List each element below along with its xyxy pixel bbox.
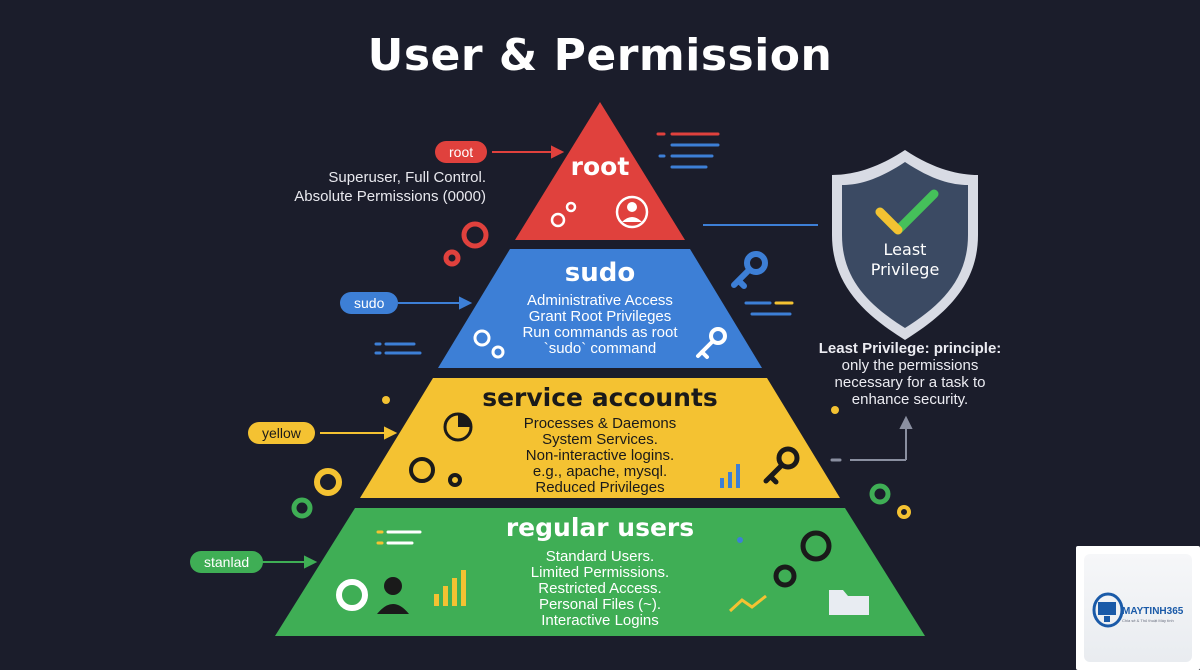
- decor-red-gears-icon: [443, 221, 489, 267]
- service-pie-chart-icon: [443, 412, 473, 442]
- root-user-circle-icon: [615, 195, 649, 229]
- tier-sudo-title: sudo: [564, 258, 636, 288]
- tier-service-line: Non-interactive logins.: [525, 447, 675, 464]
- regular-folder-icon: [829, 590, 869, 615]
- least-privilege-description: Least Privilege: principle: only the per…: [800, 340, 1020, 408]
- tier-service-title: service accounts: [482, 383, 718, 412]
- arrow-root: [492, 145, 565, 159]
- decor-dots: [382, 396, 839, 543]
- tier-regular-title: regular users: [505, 513, 695, 542]
- connector-least-privilege: [850, 415, 913, 461]
- tier-service-line: System Services.: [542, 431, 658, 448]
- root-pill: root: [435, 141, 488, 163]
- logo-tagline: Chia sẻ & Thủ thuật Máy tính: [1122, 618, 1174, 623]
- tier-regular-line: Interactive Logins: [541, 612, 659, 629]
- tier-service-lines: Processes & Daemons System Services. Non…: [450, 416, 750, 496]
- tier-sudo-lines: Administrative Access Grant Root Privile…: [470, 293, 730, 357]
- page-title: User & Permission: [367, 30, 833, 81]
- decor-yellow-gear-icon: [314, 468, 342, 496]
- tier-sudo-shape: [438, 249, 762, 368]
- shield-label-line: Privilege: [870, 260, 940, 279]
- logo-panel: MAYTINH365 Chia sẻ & Thủ thuật Máy tính: [1084, 554, 1192, 662]
- tier-service-line: Processes & Daemons: [523, 415, 677, 432]
- arrow-standard: [262, 555, 318, 569]
- shield-label-line: Least: [883, 240, 927, 259]
- tier-sudo-line: Administrative Access: [527, 292, 673, 309]
- regular-gears-icon: [773, 530, 832, 588]
- least-privilege-line: Least Privilege: principle:: [818, 340, 1002, 357]
- tier-regular-line: Standard Users.: [545, 548, 655, 565]
- least-privilege-line: only the permissions: [841, 357, 979, 374]
- decor-yellow-small-gear-icon: [897, 505, 911, 519]
- decor-lines: [374, 132, 842, 545]
- regular-line-chart-icon: [728, 594, 767, 613]
- arrow-sudo: [398, 296, 473, 310]
- root-description-line: Absolute Permissions (0000): [294, 188, 486, 205]
- service-bar-chart-icon: [720, 464, 740, 488]
- logo-card: MAYTINH365 Chia sẻ & Thủ thuật Máy tính: [1076, 546, 1200, 670]
- tier-sudo-line: Run commands as root: [522, 324, 678, 341]
- regular-gear-icon: [336, 579, 368, 611]
- standard-pill: stanlad: [190, 551, 264, 573]
- root-description-line: Superuser, Full Control.: [328, 169, 486, 186]
- sudo-pill: sudo: [340, 292, 399, 314]
- monitor-logo-icon: [1092, 592, 1124, 628]
- least-privilege-line: enhance security.: [851, 391, 969, 408]
- decor-blue-key-icon: [731, 251, 768, 289]
- root-description: Superuser, Full Control. Absolute Permis…: [270, 168, 486, 206]
- tier-root-title: root: [570, 152, 630, 181]
- tier-service-shape: [360, 378, 840, 498]
- service-gears-icon: [409, 457, 462, 487]
- service-key-icon: [763, 446, 800, 485]
- arrow-yellow: [320, 426, 398, 440]
- regular-bar-chart-icon: [434, 570, 466, 606]
- tier-sudo-line: Grant Root Privileges: [528, 308, 672, 325]
- tier-regular-line: Restricted Access.: [538, 580, 662, 597]
- yellow-pill: yellow: [248, 422, 315, 444]
- shield-label: Least Privilege: [850, 240, 960, 280]
- logo-name: MAYTINH365: [1122, 606, 1184, 617]
- tier-service-line: Reduced Privileges: [535, 479, 665, 496]
- root-gears-icon: [550, 201, 577, 228]
- tier-service-line: e.g., apache, mysql.: [532, 463, 668, 480]
- sudo-key-icon: [696, 327, 727, 359]
- tier-regular-line: Limited Permissions.: [530, 564, 670, 581]
- tier-regular-line: Personal Files (~).: [538, 596, 662, 613]
- tier-sudo-line: `sudo` command: [543, 340, 657, 357]
- sudo-gears-icon: [473, 329, 505, 359]
- least-privilege-line: necessary for a task to: [834, 374, 986, 391]
- tier-root-shape: [515, 102, 685, 240]
- shield-icon: [832, 150, 978, 340]
- decor-green-gear-icon: [291, 483, 891, 519]
- regular-user-icon: [377, 577, 409, 614]
- tier-regular-lines: Standard Users. Limited Permissions. Res…: [450, 549, 750, 629]
